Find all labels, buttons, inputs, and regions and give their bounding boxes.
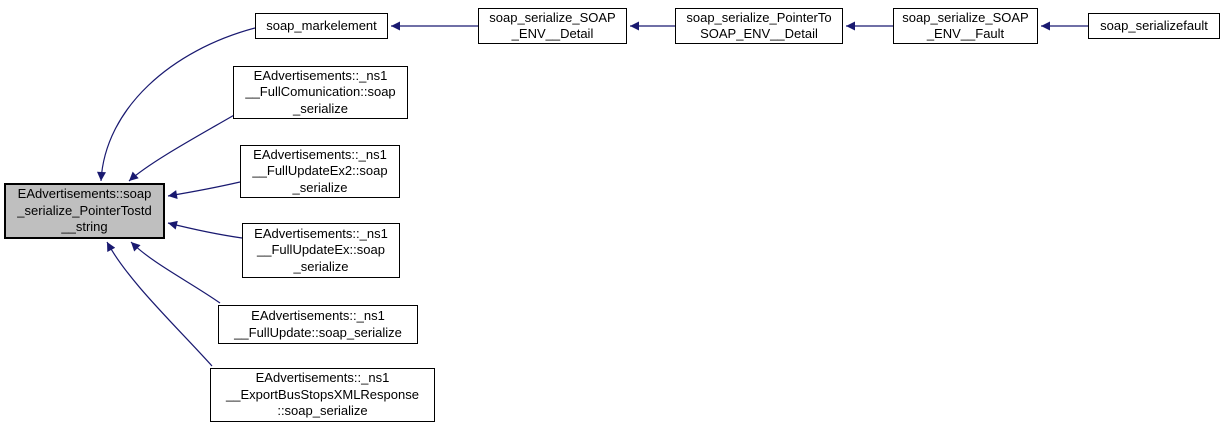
node-soap-serialize-soap-env-detail[interactable]: soap_serialize_SOAP _ENV__Detail <box>478 8 627 44</box>
edge-exportbusstops-to-main <box>106 241 213 367</box>
node-soap-serializefault[interactable]: soap_serializefault <box>1088 13 1220 39</box>
node-fullupdateex-soap-serialize[interactable]: EAdvertisements::_ns1 __FullUpdateEx::so… <box>242 223 400 278</box>
node-soap-markelement[interactable]: soap_markelement <box>255 13 388 39</box>
edge-fullcomunication-to-main <box>128 113 237 182</box>
node-soap-serialize-soap-env-fault[interactable]: soap_serialize_SOAP _ENV__Fault <box>893 8 1038 44</box>
edge-fullupdateex-to-main <box>167 220 243 239</box>
node-fullcomunication-soap-serialize[interactable]: EAdvertisements::_ns1 __FullComunication… <box>233 66 408 119</box>
edge-fullupdate-to-main <box>130 241 221 304</box>
node-exportbusstopsxmlresponse-soap-serialize[interactable]: EAdvertisements::_ns1 __ExportBusStopsXM… <box>210 368 435 422</box>
edge-markelement-to-main <box>97 27 256 182</box>
node-fullupdate-soap-serialize[interactable]: EAdvertisements::_ns1 __FullUpdate::soap… <box>218 305 418 344</box>
node-fullupdateex2-soap-serialize[interactable]: EAdvertisements::_ns1 __FullUpdateEx2::s… <box>240 145 400 198</box>
node-soap-serialize-pointerto-soap-env-detail[interactable]: soap_serialize_PointerTo SOAP_ENV__Detai… <box>675 8 843 44</box>
node-soap-serialize-pointertostd-string: EAdvertisements::soap _serialize_Pointer… <box>4 183 165 239</box>
edge-fullupdateex2-to-main <box>167 181 241 199</box>
